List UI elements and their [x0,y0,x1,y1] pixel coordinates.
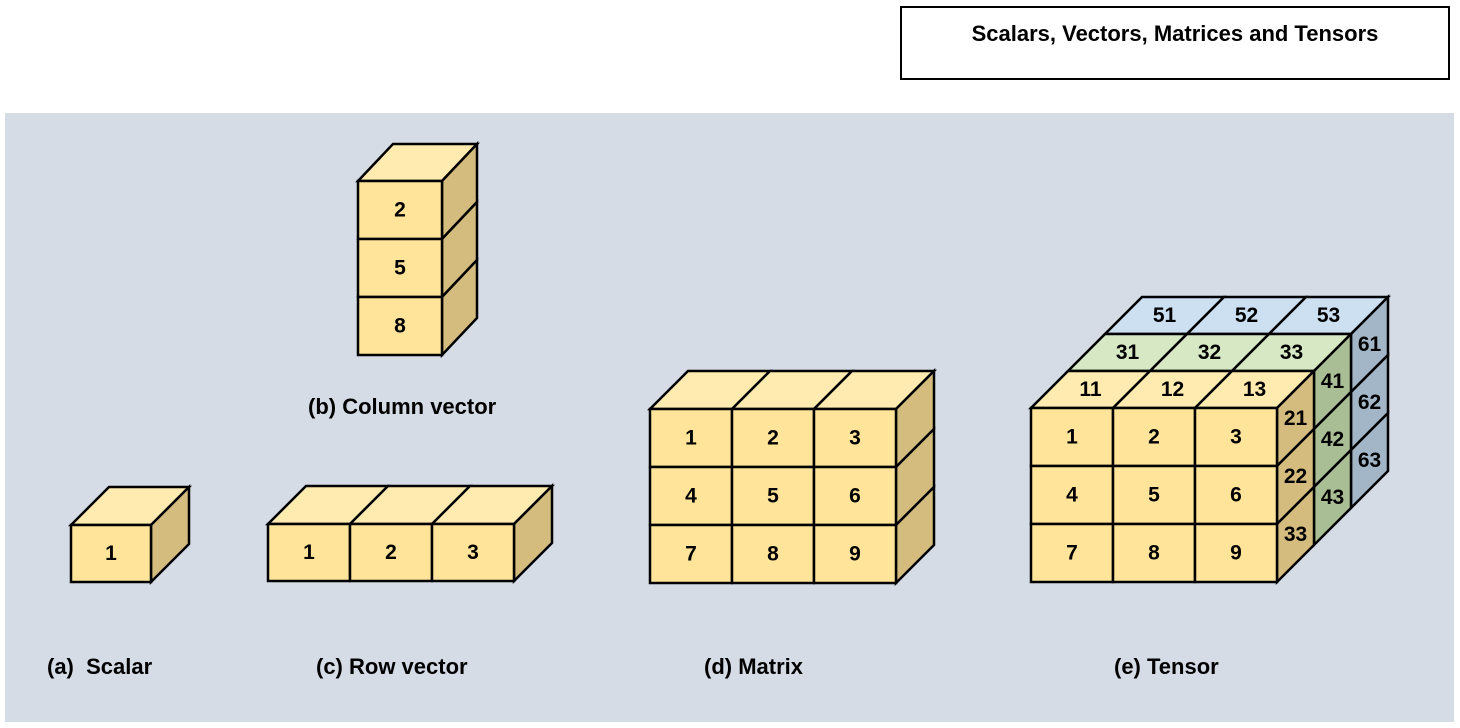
tensor-top-label: 51 [1153,304,1177,327]
tensor-front-cell [1193,522,1279,584]
scalar-front-label: 1 [105,542,117,565]
tensor-top-label: 31 [1116,341,1140,364]
tensor-side-label: 33 [1284,523,1307,546]
tensor-top-label: 11 [1079,378,1102,401]
caption-column-vector: (b) Column vector [308,394,497,419]
tensor-side-label: 61 [1358,333,1382,356]
tensor-top-label: 13 [1243,378,1266,401]
matrix-front-label: 3 [849,427,861,450]
row-vector-front-cell [430,522,516,583]
tensor-side-label: 63 [1358,449,1381,472]
tensor-top-label: 52 [1235,304,1258,327]
tensor-side-label: 41 [1321,370,1345,393]
tensor-front-label: 9 [1230,542,1242,565]
tensor-front-label: 5 [1148,484,1160,507]
row-vector-front-label: 3 [467,541,479,564]
matrix-front-label: 4 [685,485,697,508]
caption-tensor: (e) Tensor [1114,654,1219,679]
tensor-side-label: 21 [1284,407,1308,430]
matrix-front-cell [812,523,898,585]
tensor-top-label: 32 [1198,341,1221,364]
matrix-front-label: 8 [767,543,779,566]
tensor-front-label: 8 [1148,542,1160,565]
scalar-front-cell [69,523,153,584]
tensor-front-label: 2 [1148,426,1160,449]
matrix-front-label: 9 [849,543,861,566]
tensor-front-label: 4 [1066,484,1078,507]
matrix-front-label: 6 [849,485,861,508]
column-vector-front-label: 5 [394,257,406,280]
tensor-side-label: 43 [1321,486,1344,509]
row-vector-front-label: 2 [385,541,397,564]
tensor-side-label: 22 [1284,465,1307,488]
matrix-front-label: 7 [685,543,697,566]
diagram-title: Scalars, Vectors, Matrices and Tensors [900,6,1450,80]
column-vector-front-cell [356,295,444,357]
tensor-front-label: 7 [1066,542,1078,565]
tensor-front-label: 3 [1230,426,1242,449]
tensor-side-label: 62 [1358,391,1381,414]
tensor-top-label: 12 [1161,378,1184,401]
caption-row-vector: (c) Row vector [316,654,468,679]
caption-matrix: (d) Matrix [704,654,803,679]
matrix-front-label: 5 [767,485,779,508]
column-vector-front-label: 8 [394,315,406,338]
tensor-side-label: 42 [1321,428,1344,451]
caption-scalar: (a) Scalar [47,654,153,679]
matrix-front-label: 1 [685,427,697,450]
tensor-front-label: 1 [1066,426,1078,449]
row-vector-front-label: 1 [303,541,315,564]
column-vector-front-label: 2 [394,199,406,222]
matrix-front-label: 2 [767,427,779,450]
tensor-top-label: 53 [1317,304,1340,327]
tensor-top-label: 33 [1280,341,1303,364]
tensor-front-label: 6 [1230,484,1242,507]
